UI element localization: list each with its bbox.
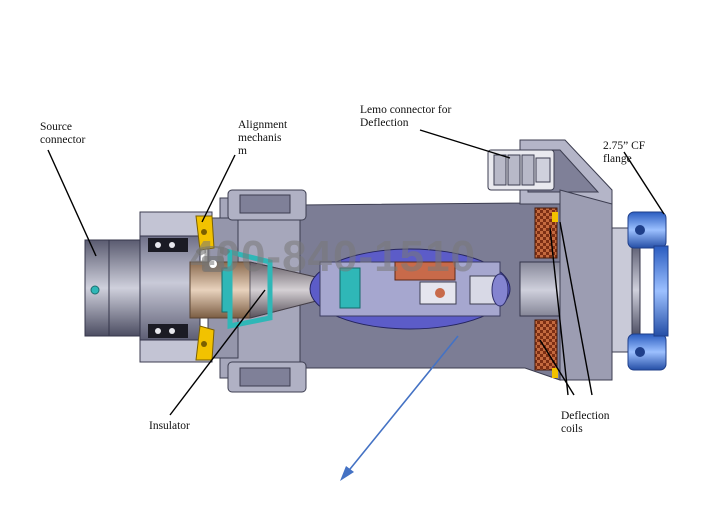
watermark-phone-number: 400-840-1510 xyxy=(190,232,477,281)
insulator xyxy=(189,248,321,330)
alignment-mechanism xyxy=(195,215,215,361)
label-alignment-mechanism: Alignment mechanis m xyxy=(238,119,288,157)
label-source-connector: Source connector xyxy=(40,121,86,146)
blue-arrow xyxy=(340,335,459,481)
leader-deflection-coils-2 xyxy=(539,339,575,396)
leader-cf-flange xyxy=(623,151,665,215)
label-insulator: Insulator xyxy=(149,420,190,432)
label-deflection-coils: Deflection coils xyxy=(561,410,610,435)
cf-flange xyxy=(627,211,669,371)
leader-alignment-mechanism xyxy=(201,154,236,223)
phone-icon xyxy=(196,246,230,272)
leader-lines xyxy=(47,129,665,416)
gun-assembly xyxy=(309,248,511,330)
source-connector-tube xyxy=(84,235,201,341)
label-cf-flange: 2.75” CF flange xyxy=(603,140,646,165)
label-lemo-connector: Lemo connector for Deflection xyxy=(360,104,452,129)
leader-deflection-coils-1 xyxy=(549,227,569,396)
leader-lemo-connector xyxy=(419,129,511,159)
leader-source-connector xyxy=(47,149,97,257)
leader-insulator xyxy=(169,289,266,416)
lemo-connector xyxy=(487,149,555,191)
right-housing xyxy=(559,189,633,381)
leader-deflection-coils-3 xyxy=(559,221,593,396)
